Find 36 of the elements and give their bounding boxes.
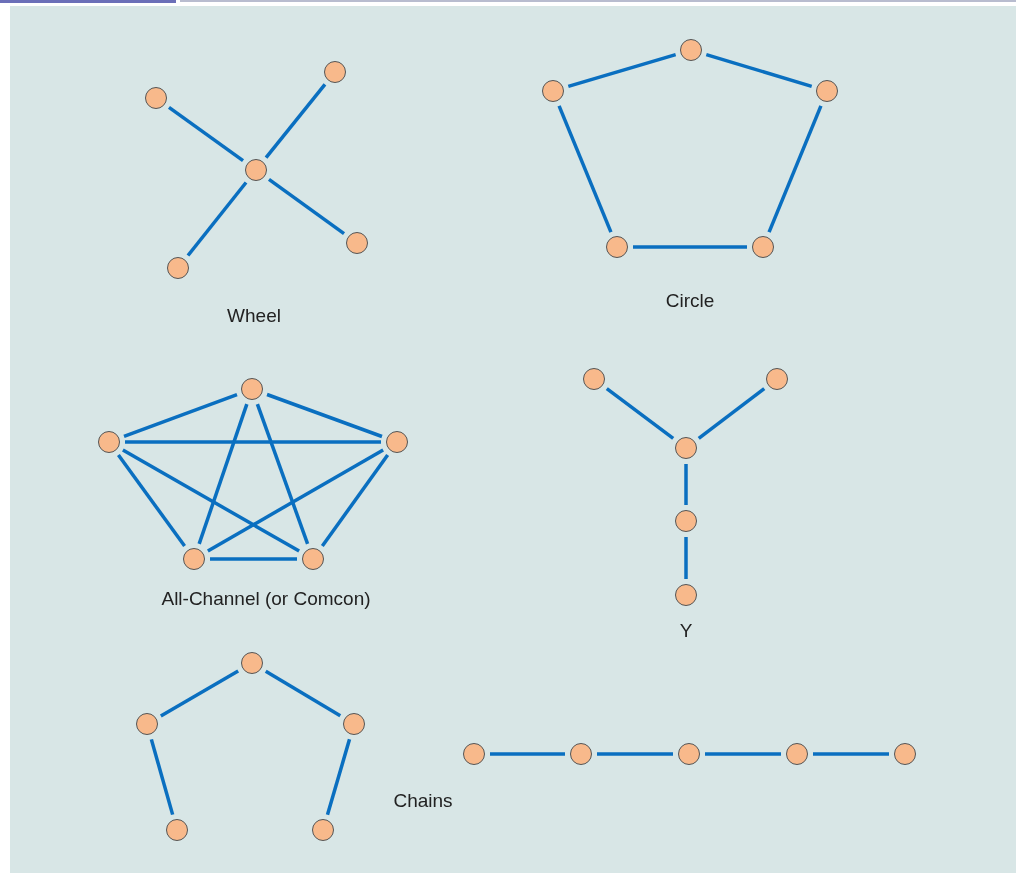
connector-line (186, 181, 248, 257)
connector-line (705, 52, 813, 89)
connector-line (149, 738, 175, 816)
connector-line (633, 245, 747, 249)
connector-line (697, 387, 766, 440)
connector-line (684, 464, 688, 505)
connector-line (813, 752, 889, 756)
connector-line (684, 537, 688, 579)
connector-line (197, 403, 249, 545)
connector-line (264, 83, 327, 159)
connector-line (320, 453, 390, 548)
connector-line (125, 440, 381, 444)
connector-line (264, 669, 342, 718)
connector-line (207, 448, 384, 553)
connector-line (266, 392, 383, 439)
connector-line (490, 752, 565, 756)
connector-line (597, 752, 673, 756)
network-label: Wheel (227, 305, 281, 325)
connector-line (605, 387, 675, 440)
connector-line (267, 177, 346, 236)
connector-line (117, 453, 186, 548)
connector-line (325, 738, 352, 816)
connector-line (255, 403, 310, 545)
connector-line (123, 392, 238, 439)
network-label: Y (679, 620, 693, 640)
connector-line (210, 557, 297, 561)
connector-line (122, 448, 300, 553)
connector-line (767, 105, 823, 233)
connector-line (705, 752, 781, 756)
network-label: Chains (393, 790, 453, 810)
connector-line (159, 669, 240, 718)
network-label: Circle (665, 290, 715, 310)
connector-line (567, 52, 677, 89)
connector-line (167, 105, 245, 163)
connector-line (557, 105, 613, 233)
network-label: All-Channel (or Comcon) (161, 588, 371, 608)
